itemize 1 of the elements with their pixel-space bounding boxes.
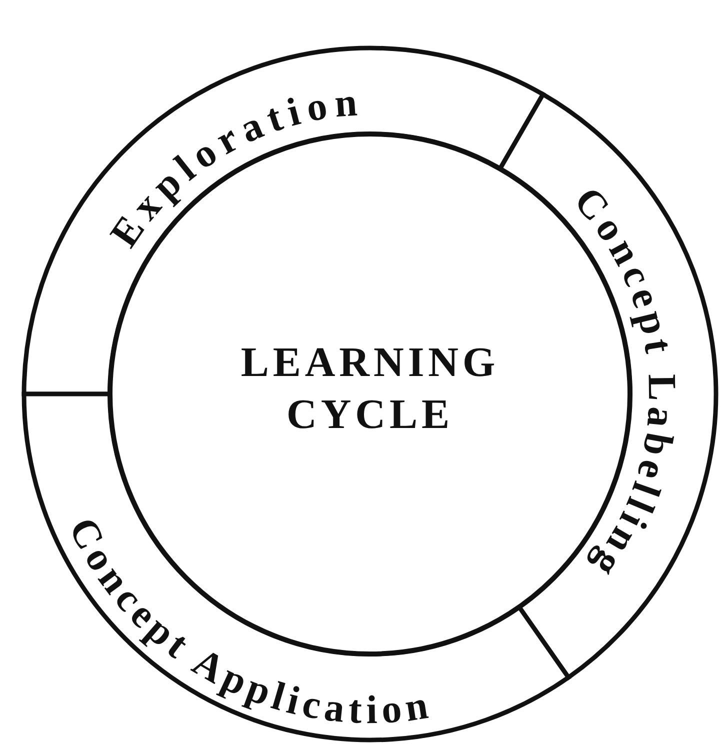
cycle-title: LEARNING CYCLE (240, 338, 500, 440)
